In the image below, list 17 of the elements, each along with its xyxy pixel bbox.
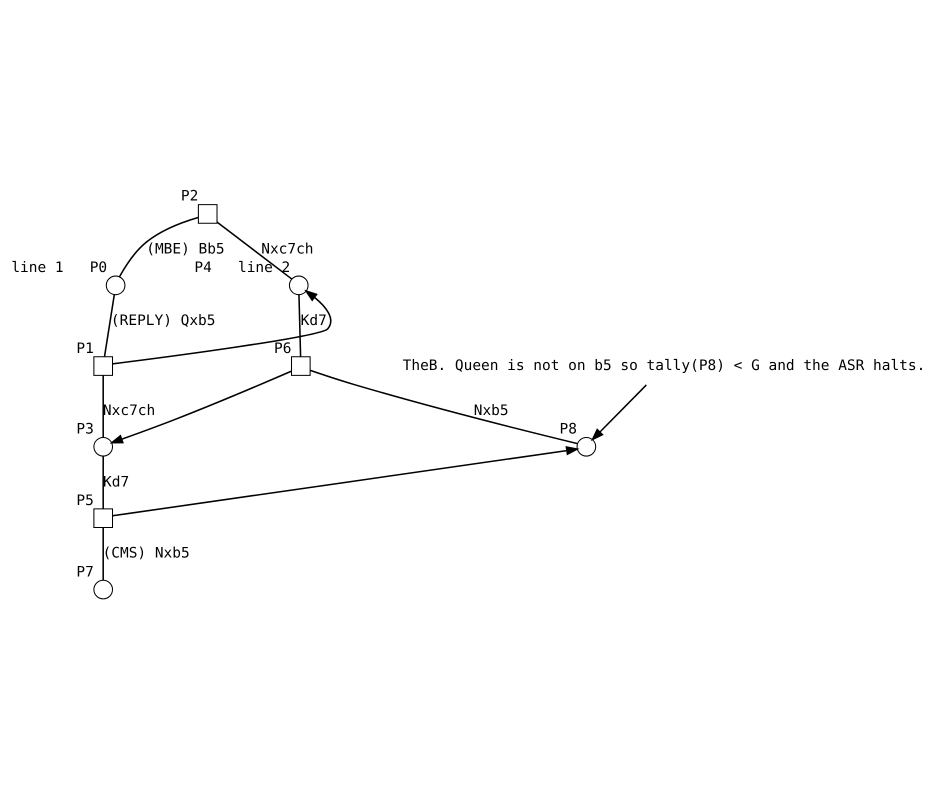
edge-label: Nxb5 — [474, 402, 509, 418]
node-label: P8 — [560, 421, 577, 438]
node-label: P2 — [180, 188, 198, 204]
node-label: P5 — [76, 492, 94, 508]
edge-label: Kd7 — [103, 474, 130, 490]
node-label: P1 — [76, 340, 94, 356]
node-text: TheB. Queen is not on b5 so tally(P8) < G and the ASR halts. — [402, 357, 926, 374]
node-label: line 1 P0 — [11, 260, 108, 276]
node-label: P7 — [76, 564, 94, 580]
edge-label: Kd7 — [300, 312, 327, 328]
edge-label: (REPLY) Qxb5 — [110, 312, 216, 328]
node-label: P3 — [76, 421, 94, 438]
edge-label: Nxc7ch — [261, 240, 314, 257]
edge-label: (CMS) Nxb5 — [102, 545, 190, 562]
edge-label: (MBE) Bb5 — [146, 240, 225, 257]
node-label: P6 — [274, 340, 292, 356]
node-label: P4 line 2 — [194, 260, 290, 276]
